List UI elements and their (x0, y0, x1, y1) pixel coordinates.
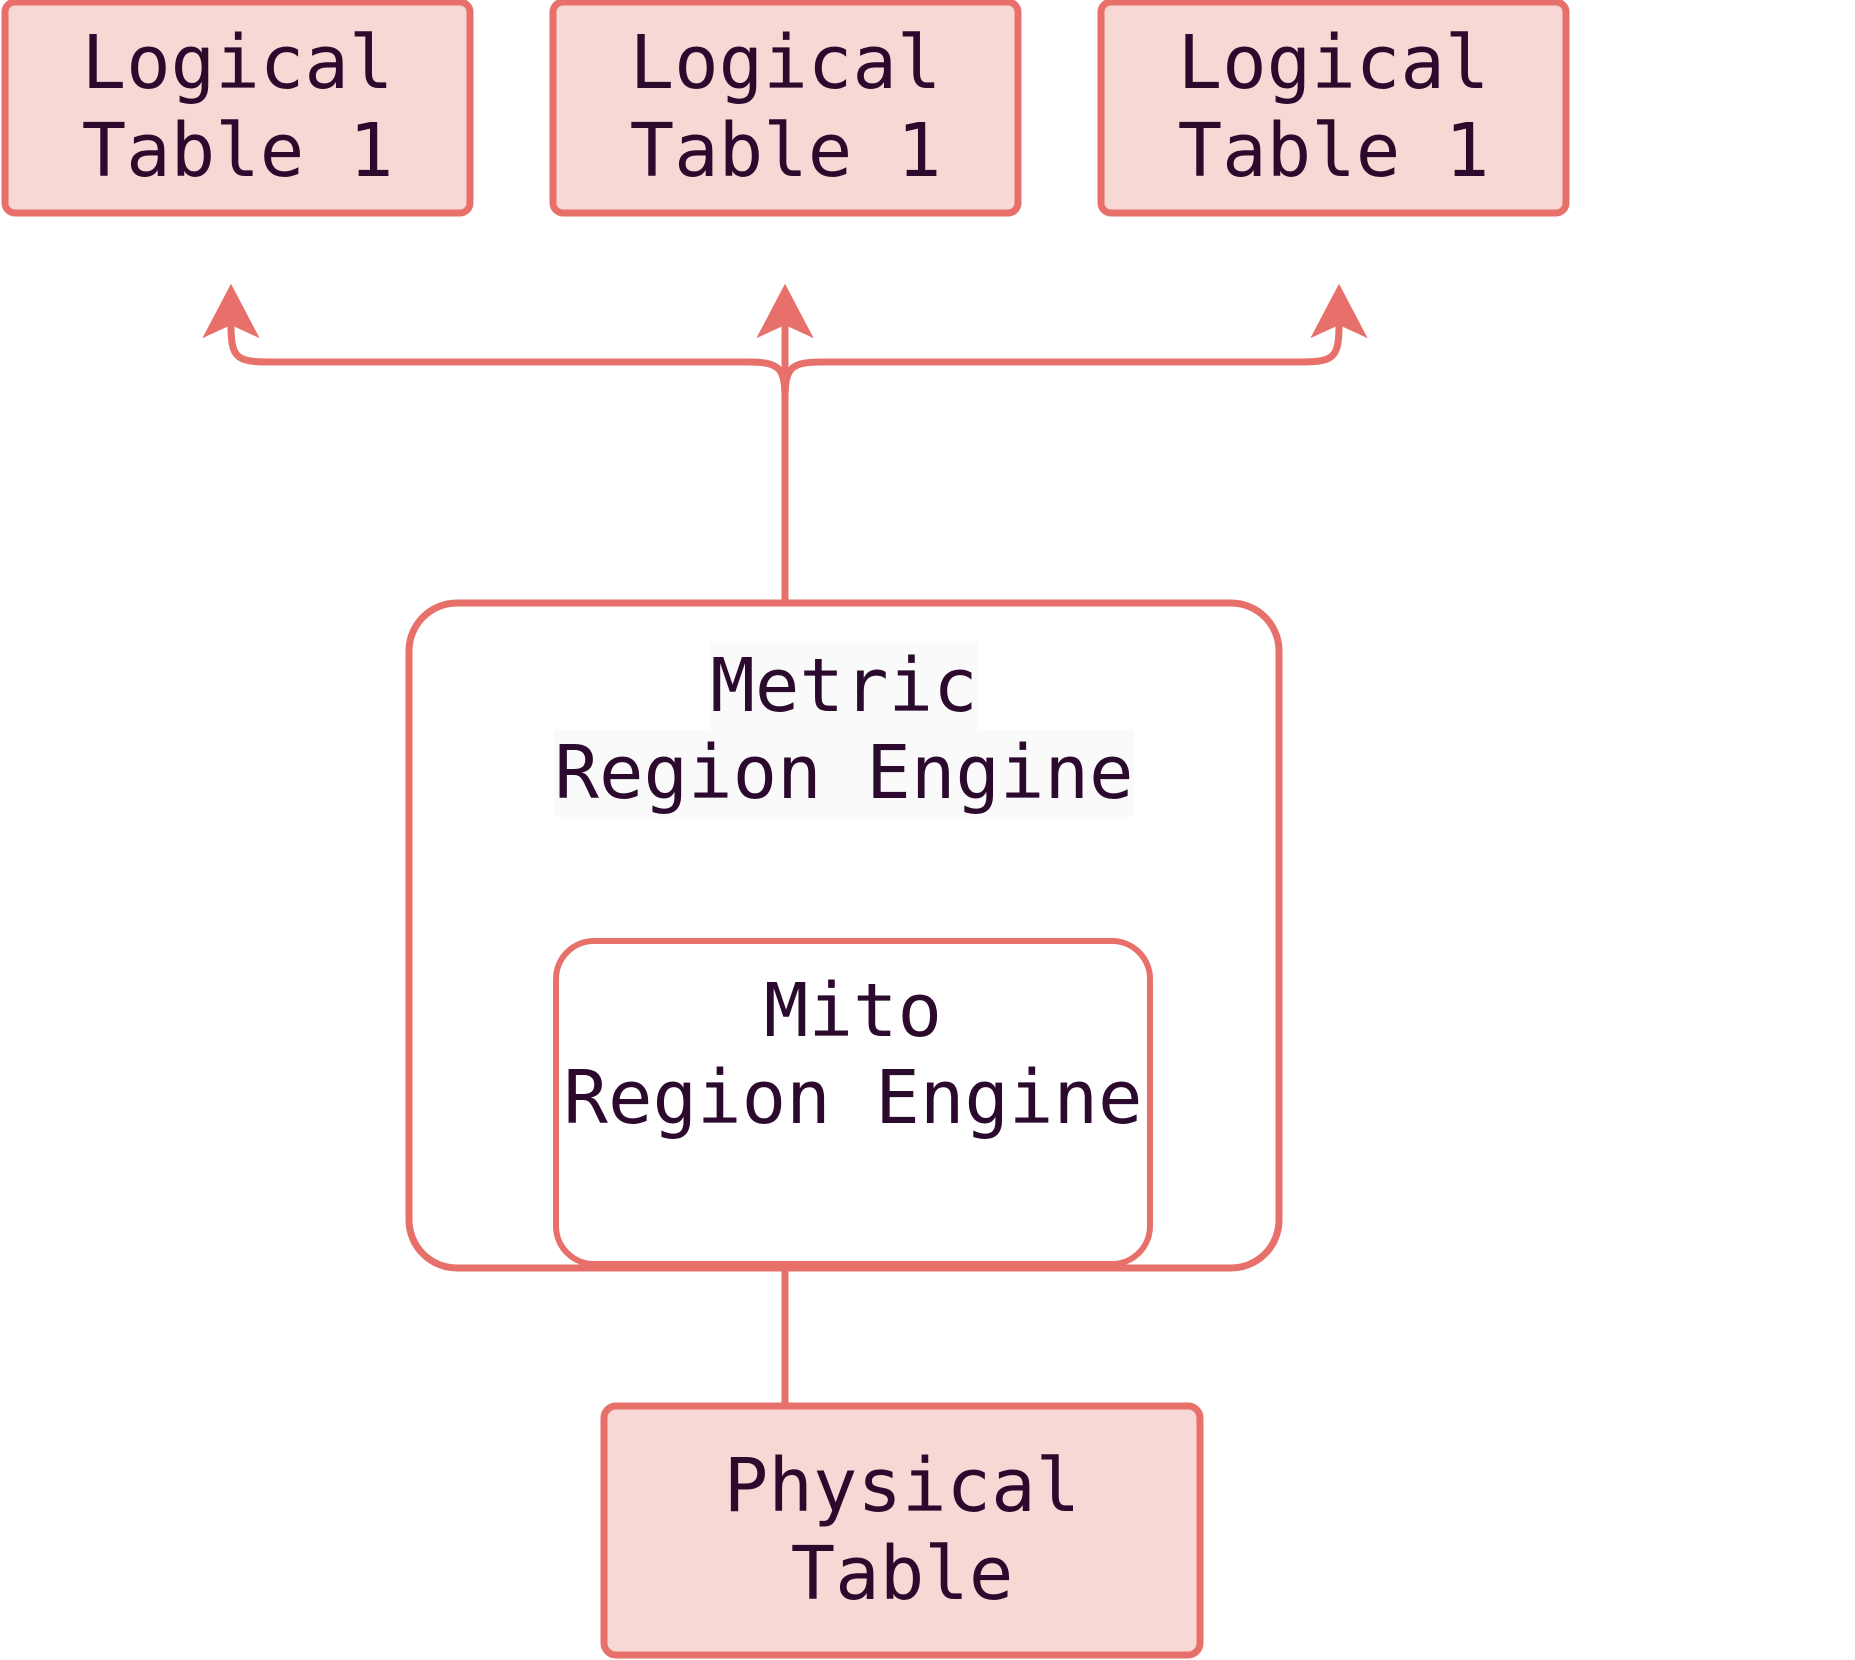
mito-region-engine-box[interactable] (553, 938, 1153, 1267)
edge-horizontal-rail-left (202, 283, 789, 401)
physical-table-box[interactable] (600, 1402, 1204, 1659)
edge-horizontal-rail-right (781, 283, 1368, 401)
logical-table-middle-box[interactable] (549, 0, 1022, 217)
logical-table-right-box[interactable] (1097, 0, 1570, 217)
logical-table-left-box[interactable] (1, 0, 474, 217)
